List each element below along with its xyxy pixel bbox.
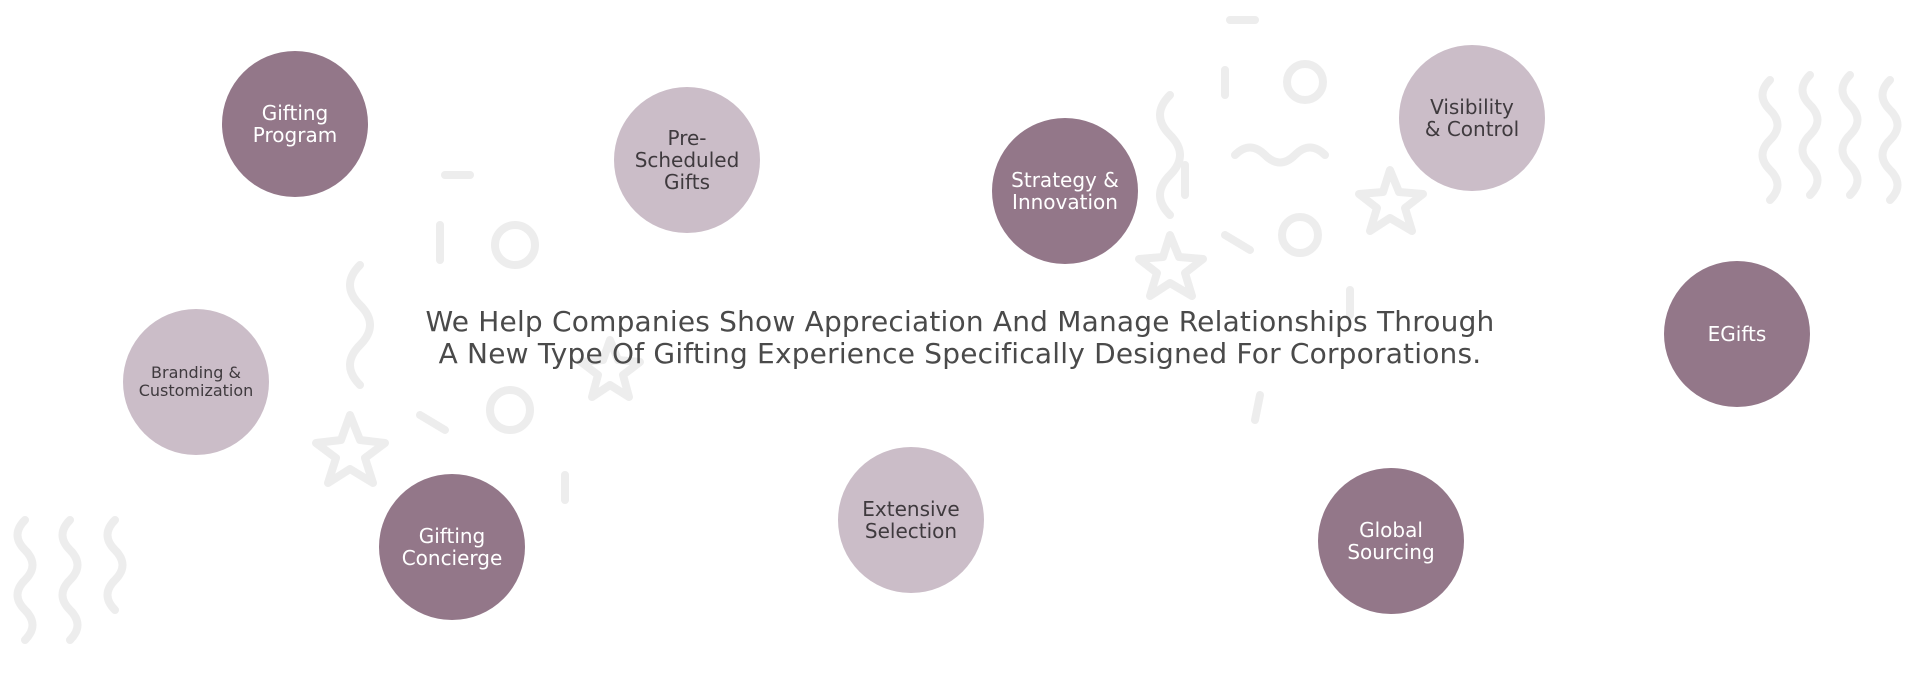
service-bubble-strategy-innovation[interactable]: Strategy & Innovation xyxy=(992,118,1138,264)
service-bubble-branding-customization[interactable]: Branding & Customization xyxy=(123,309,269,455)
service-bubble-egifts[interactable]: EGifts xyxy=(1664,261,1810,407)
doodle-dash xyxy=(1251,391,1264,424)
doodle-ring xyxy=(1278,213,1322,257)
doodle-ring xyxy=(486,386,534,434)
service-label: Gifting Program xyxy=(252,101,338,147)
service-bubble-visibility-control[interactable]: Visibility & Control xyxy=(1399,45,1545,191)
doodle-wave xyxy=(58,516,82,644)
service-bubble-extensive-selection[interactable]: Extensive Selection xyxy=(838,447,984,593)
service-label: Gifting Concierge xyxy=(401,524,503,570)
service-label: Extensive Selection xyxy=(862,497,960,543)
doodle-wave xyxy=(1838,71,1862,199)
service-label: Strategy & Innovation xyxy=(1011,168,1119,214)
service-label: Branding & Customization xyxy=(138,363,254,400)
doodle-squiggle xyxy=(1156,91,1184,219)
doodle-wave xyxy=(1878,76,1902,204)
doodle-wave xyxy=(1798,71,1822,199)
doodle-dash xyxy=(416,411,449,434)
doodle-star xyxy=(1135,231,1207,300)
headline: We Help Companies Show Appreciation And … xyxy=(360,306,1560,370)
doodle-star xyxy=(312,411,389,487)
service-bubble-gifting-program[interactable]: Gifting Program xyxy=(222,51,368,197)
headline-line-2: A New Type Of Gifting Experience Specifi… xyxy=(438,337,1482,370)
doodle-wave xyxy=(1758,76,1782,204)
doodle-dash xyxy=(1221,231,1254,254)
service-bubble-gifting-concierge[interactable]: Gifting Concierge xyxy=(379,474,525,620)
service-bubble-pre-scheduled-gifts[interactable]: Pre- Scheduled Gifts xyxy=(614,87,760,233)
service-label: Visibility & Control xyxy=(1424,95,1520,141)
service-label: EGifts xyxy=(1707,322,1767,346)
headline-line-1: We Help Companies Show Appreciation And … xyxy=(425,305,1495,338)
service-bubble-global-sourcing[interactable]: Global Sourcing xyxy=(1318,468,1464,614)
doodle-squiggle xyxy=(1231,143,1329,167)
doodle-wave xyxy=(103,516,127,614)
doodle-ring xyxy=(1283,60,1327,104)
doodle-star xyxy=(1355,166,1427,235)
doodle-ring xyxy=(491,221,539,269)
doodle-wave xyxy=(13,516,37,644)
service-label: Global Sourcing xyxy=(1347,518,1435,564)
service-label: Pre- Scheduled Gifts xyxy=(634,126,740,194)
